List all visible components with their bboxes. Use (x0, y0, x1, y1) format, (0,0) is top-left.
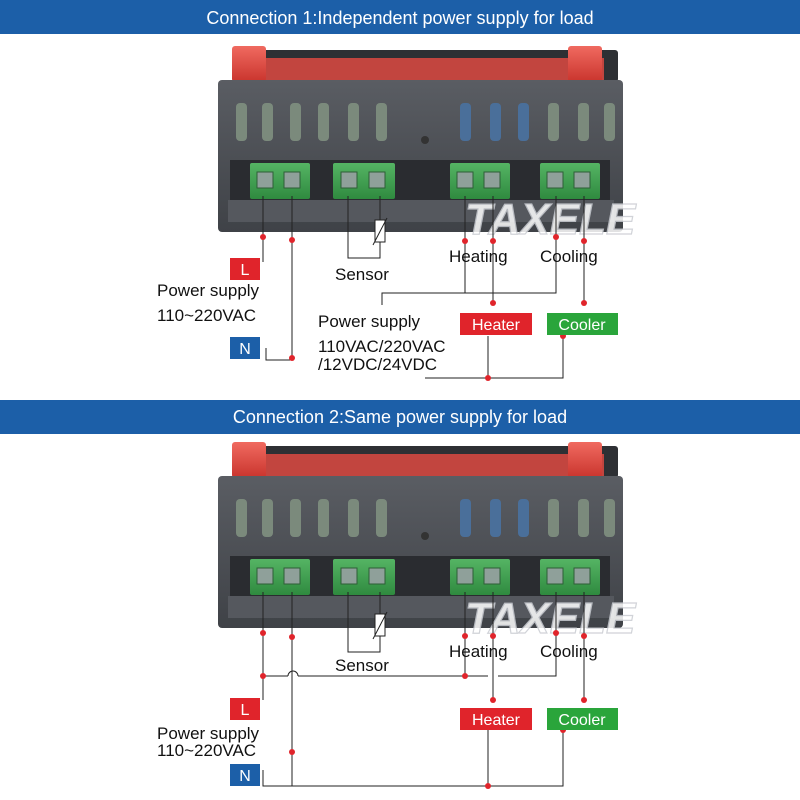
cooling-label: Cooling (540, 247, 598, 266)
terminal-blocks (250, 559, 600, 595)
connection-dots-1 (260, 234, 587, 381)
heating-label: Heating (449, 642, 508, 661)
vent-slots (236, 499, 615, 537)
heating-label: Heating (449, 247, 508, 266)
neutral-terminal-box (230, 337, 260, 359)
section-2-banner (0, 400, 800, 434)
heater-label: Heater (472, 712, 521, 729)
live-terminal-box (230, 258, 260, 280)
section-1-banner (0, 0, 800, 34)
power-voltage-label: 110~220VAC (157, 306, 256, 325)
watermark: TAXELE (465, 195, 637, 244)
live-terminal-label: L (241, 702, 250, 719)
load-voltage-label-2: /12VDC/24VDC (318, 355, 437, 374)
cooling-label: Cooling (540, 642, 598, 661)
load-voltage-label-1: 110VAC/220VAC (318, 337, 446, 356)
live-terminal-label: L (241, 262, 250, 279)
sensor-label: Sensor (335, 656, 389, 675)
live-terminal-box (230, 698, 260, 720)
power-supply-label: Power supply (157, 724, 260, 743)
controller-device-1 (218, 46, 623, 232)
load-power-supply-label: Power supply (318, 312, 421, 331)
section-2-title: Connection 2:Same power supply for load (233, 407, 567, 427)
sensor-label: Sensor (335, 265, 389, 284)
heater-box (460, 313, 532, 335)
housing-screw (421, 532, 429, 540)
neutral-terminal-label: N (239, 768, 251, 785)
vent-slots (236, 103, 615, 141)
wiring-1 (262, 196, 585, 379)
heater-box (460, 708, 532, 730)
housing-screw (421, 136, 429, 144)
terminal-blocks (250, 163, 600, 199)
power-supply-label: Power supply (157, 281, 260, 300)
top-cap-right (568, 442, 602, 478)
controller-device-2 (218, 442, 623, 628)
cooler-box (547, 708, 618, 730)
power-voltage-label: 110~220VAC (157, 741, 256, 760)
connection-dots-2 (260, 630, 587, 789)
neutral-terminal-label: N (239, 341, 251, 358)
cooler-label: Cooler (558, 317, 606, 334)
top-cap-left (232, 442, 266, 478)
section-1: Connection 1:Independent power supply fo… (0, 0, 800, 381)
top-cap-right (568, 46, 602, 82)
neutral-terminal-box (230, 764, 260, 786)
cooler-box (547, 313, 618, 335)
top-cap-left (232, 46, 266, 82)
cooler-label: Cooler (558, 712, 606, 729)
heater-label: Heater (472, 317, 521, 334)
section-1-title: Connection 1:Independent power supply fo… (206, 8, 593, 28)
section-2: Connection 2:Same power supply for load (0, 400, 800, 789)
